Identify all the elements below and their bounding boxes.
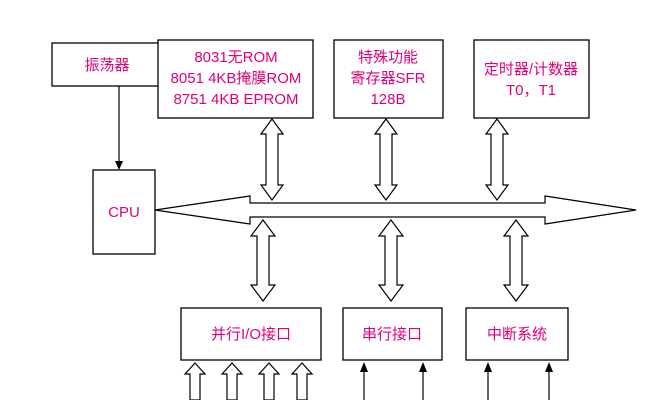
cpu-label: CPU <box>108 204 140 221</box>
cpu-block: CPU <box>92 169 156 255</box>
oscillator-to-cpu-arrow <box>115 86 123 170</box>
rom-block: 8031无ROM 8051 4KB掩膜ROM 8751 4KB EPROM <box>157 39 314 119</box>
oscillator-label: 振荡器 <box>84 57 129 74</box>
port-p2-arrow <box>257 362 281 400</box>
interrupt-int1-line <box>545 362 553 400</box>
serial-bus-arrow <box>377 219 405 302</box>
sfr-line-2: 寄存器SFR <box>350 69 425 87</box>
serial-txd-line <box>419 362 427 400</box>
interrupt-bus-arrow <box>502 219 530 302</box>
parallel-io-label: 并行I/O接口 <box>211 326 291 343</box>
sfr-bus-arrow <box>373 117 399 202</box>
port-p1-arrow <box>220 362 244 400</box>
interrupt-int0-line <box>484 362 492 400</box>
rom-line-1: 8031无ROM <box>194 49 277 66</box>
rom-bus-arrow <box>259 117 285 202</box>
rom-line-3: 8751 4KB EPROM <box>173 91 298 108</box>
serial-port-label: 串行接口 <box>362 326 422 343</box>
timer-line-2: T0，T1 <box>506 82 556 99</box>
parallel-io-block: 并行I/O接口 <box>180 307 322 361</box>
interrupt-system-block: 中断系统 <box>465 307 569 361</box>
timer-line-1: 定时器/计数器 <box>484 61 578 78</box>
port-p3-arrow <box>290 362 314 400</box>
sfr-block: 特殊功能 寄存器SFR 128B <box>333 39 444 119</box>
rom-line-2: 8051 4KB掩膜ROM <box>171 70 302 87</box>
serial-port-block: 串行接口 <box>342 307 443 361</box>
oscillator-block: 振荡器 <box>51 42 164 87</box>
interrupt-label: 中断系统 <box>487 326 547 343</box>
timer-bus-arrow <box>484 117 510 202</box>
timer-counter-block: 定时器/计数器 T0，T1 <box>473 39 590 119</box>
sfr-line-1: 特殊功能 <box>358 49 418 66</box>
internal-bus-arrow <box>154 195 637 225</box>
port-p0-arrow <box>183 362 207 400</box>
serial-rxd-line <box>360 362 368 400</box>
parallel-io-bus-arrow <box>249 219 277 302</box>
sfr-line-3: 128B <box>370 91 405 108</box>
